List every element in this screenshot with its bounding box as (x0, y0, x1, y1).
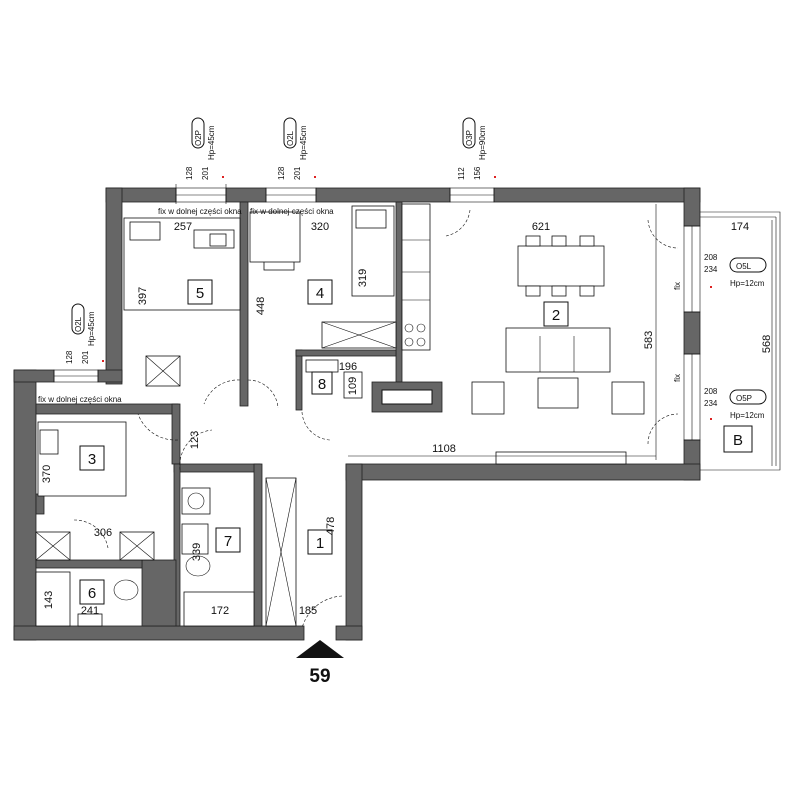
window-tag-o5l: O5L Hp=12cm (710, 257, 767, 288)
dim-196: 196 (339, 361, 357, 373)
dim-370: 370 (41, 465, 53, 483)
win-dim-234-a: 234 (704, 265, 718, 274)
win-dim-156: 156 (473, 166, 482, 180)
note-fix-b: fix (673, 374, 682, 382)
window-hp-o3p: Hp=90cm (478, 125, 487, 160)
dim-306: 306 (94, 527, 112, 539)
room-3-number: 3 (88, 451, 96, 468)
win-dim-208-b: 208 (704, 387, 718, 396)
window-code-o5p: O5P (736, 394, 752, 403)
dim-478: 478 (325, 517, 337, 535)
window-tag-o3p: O3P Hp=90cm (462, 117, 496, 178)
notes: fix w dolnej części okna fix w dolnej cz… (38, 207, 682, 404)
dim-568: 568 (761, 335, 773, 353)
window-hp-o2l-top: Hp=45cm (299, 125, 308, 160)
room-labels: 5 4 2 3 8 7 1 6 B (79, 279, 753, 605)
window-hp-o2l-left: Hp=45cm (87, 311, 96, 346)
dim-397: 397 (137, 287, 149, 305)
window-hp-o5p: Hp=12cm (730, 411, 765, 420)
dim-185: 185 (299, 605, 317, 617)
window-code-o2l-top: O2L (286, 130, 295, 146)
dim-621: 621 (532, 221, 550, 233)
dimension-texts: 257 320 621 174 1108 306 241 172 185 196… (41, 166, 773, 617)
window-tag-o2l-top: O2L Hp=45cm (283, 117, 316, 178)
window-code-o3p: O3P (465, 130, 474, 146)
dim-320: 320 (311, 221, 329, 233)
dim-1108: 1108 (432, 443, 456, 455)
dimension-lines (175, 184, 773, 466)
dim-174: 174 (731, 221, 749, 233)
dim-123: 123 (189, 431, 201, 449)
win-dim-201-b: 201 (293, 166, 302, 180)
entry-marker: 59 (296, 640, 344, 687)
dim-241: 241 (81, 605, 99, 617)
room-2-number: 2 (552, 307, 560, 324)
win-dim-201-c: 201 (81, 350, 90, 364)
window-tag-o2l-left: O2L Hp=45cm (71, 303, 104, 362)
window-tags: O2P Hp=45cm O2L Hp=45cm O3P Hp=90cm O2L … (71, 117, 767, 420)
window-tag-o2p: O2P Hp=45cm (191, 117, 224, 178)
room-7-number: 7 (224, 533, 232, 550)
win-dim-128-a: 128 (185, 166, 194, 180)
window-hp-o2p: Hp=45cm (207, 125, 216, 160)
furniture (35, 203, 645, 627)
dim-172: 172 (211, 605, 229, 617)
room-5-number: 5 (196, 285, 204, 302)
dim-583: 583 (643, 331, 655, 349)
balcony (700, 211, 781, 471)
note-fix-room-4: fix w dolnej części okna (250, 207, 334, 216)
win-dim-128-c: 128 (65, 350, 74, 364)
dim-339: 339 (191, 543, 203, 561)
dim-109: 109 (347, 377, 359, 395)
win-dim-201-a: 201 (201, 166, 210, 180)
dim-257: 257 (174, 221, 192, 233)
note-fix-room-5: fix w dolnej części okna (158, 207, 242, 216)
win-dim-234-b: 234 (704, 399, 718, 408)
interior-walls (35, 201, 443, 627)
unit-number: 59 (309, 666, 330, 687)
win-dim-128-b: 128 (277, 166, 286, 180)
room-8-number: 8 (318, 376, 326, 393)
note-fix-a: fix (673, 282, 682, 290)
window-tag-o5p: O5P Hp=12cm (710, 389, 767, 420)
note-fix-room-3: fix w dolnej części okna (38, 395, 122, 404)
window-code-o2p: O2P (194, 130, 203, 146)
room-1-number: 1 (316, 535, 324, 552)
window-hp-o5l: Hp=12cm (730, 279, 765, 288)
windows (53, 187, 701, 441)
window-code-o2l-left: O2L (74, 316, 83, 332)
win-dim-112: 112 (457, 167, 466, 180)
dim-319: 319 (357, 269, 369, 287)
balcony-label: B (733, 432, 743, 449)
room-6-number: 6 (88, 585, 96, 602)
win-dim-208-a: 208 (704, 253, 718, 262)
doors (73, 209, 679, 629)
dim-143: 143 (43, 591, 55, 609)
dim-448: 448 (255, 297, 267, 315)
room-4-number: 4 (316, 285, 324, 302)
window-code-o5l: O5L (736, 262, 752, 271)
